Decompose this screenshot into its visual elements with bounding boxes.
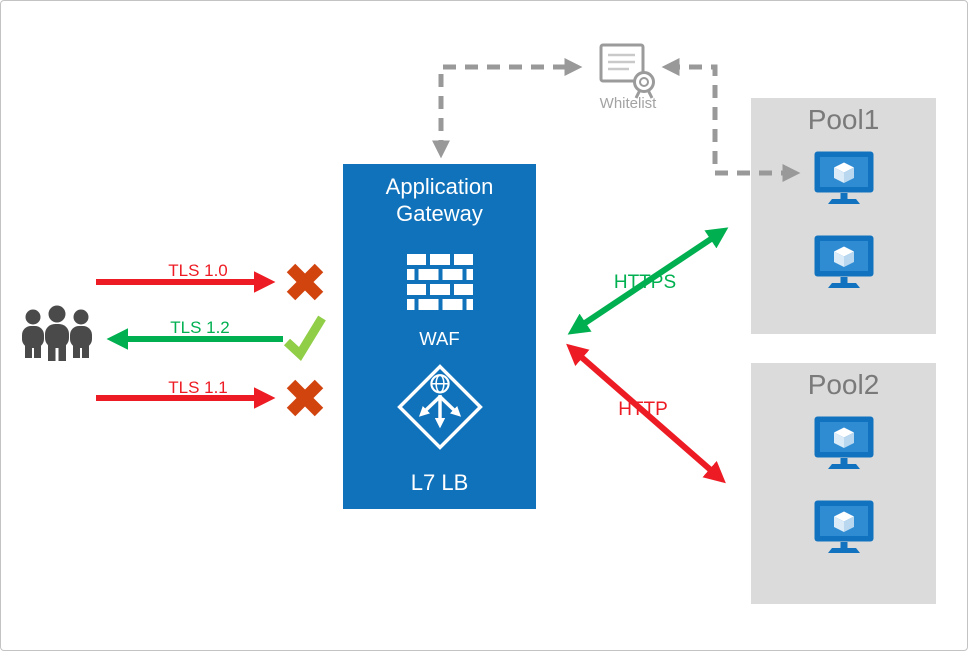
l7-lb-label: L7 LB (410, 469, 469, 495)
whitelist-to-pool-connector (661, 58, 801, 182)
blocked-x-icon (286, 263, 324, 301)
waf-brick-wall-icon (406, 253, 473, 310)
blocked-x-icon (286, 379, 324, 417)
whitelist-to-gateway-connector (432, 58, 583, 159)
gateway-title: Application Gateway (385, 174, 494, 226)
l7-load-balancer-icon (396, 363, 483, 450)
http-arrow (566, 343, 726, 484)
application-gateway-box: Application Gateway WAF L7 (343, 164, 536, 509)
https-label: HTTPS (613, 272, 677, 293)
http-label: HTTP (618, 399, 668, 420)
allowed-check-icon (283, 315, 326, 362)
waf-label: WAF (419, 327, 460, 349)
tls10-label: TLS 1.0 (168, 261, 228, 280)
pool1-label: Pool1 (807, 104, 880, 135)
whitelist-label: Whitelist (599, 95, 657, 112)
users-icon (22, 305, 92, 361)
https-arrow (567, 227, 729, 335)
whitelist-certificate-icon (599, 43, 655, 99)
tls12-label: TLS 1.2 (170, 318, 230, 337)
pool2-label: Pool2 (807, 369, 880, 400)
tls11-label: TLS 1.1 (168, 378, 228, 397)
pool2-box: Pool2 (751, 363, 936, 604)
